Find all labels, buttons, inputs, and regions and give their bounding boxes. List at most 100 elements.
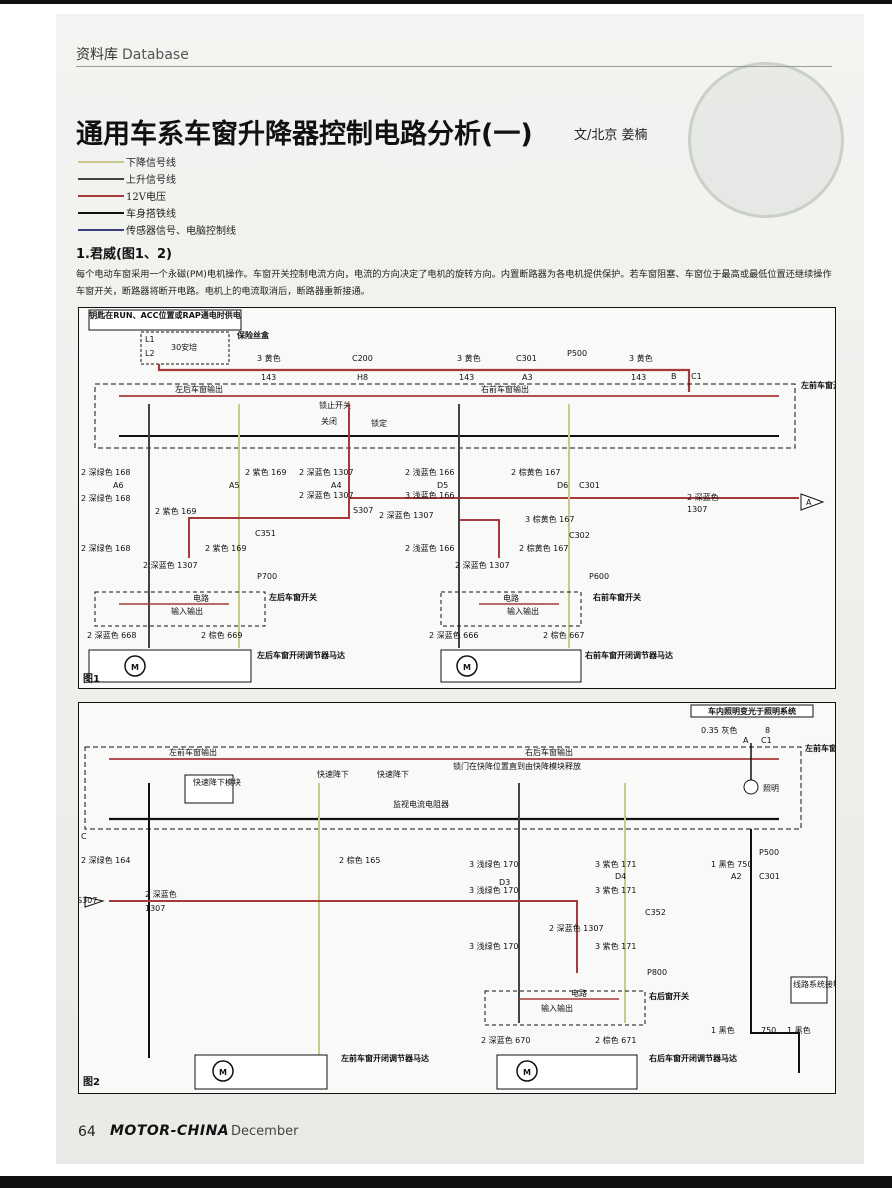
fuse-l2: L2 xyxy=(145,349,155,358)
connector-label: C352 xyxy=(645,908,666,917)
figure-2-label: 图2 xyxy=(83,1077,100,1088)
wire-label: 2 棕色 165 xyxy=(339,855,380,865)
wire-label: 2 深蓝色 1307 xyxy=(143,560,198,570)
fuse-box-label: 保险丝盒 xyxy=(236,330,270,340)
rr-motor-label: 右后车窗开闭调节器马达 xyxy=(648,1053,737,1063)
motor-symbol xyxy=(124,655,146,677)
wire-label: 2 深蓝色 1307 xyxy=(455,560,510,570)
lighting-box-text: 车内照明变光于照明系统 xyxy=(708,706,796,716)
wire-label: 1 黑色 750 xyxy=(711,859,752,869)
legend-swatch xyxy=(78,229,124,231)
issue-month: December xyxy=(231,1124,299,1139)
wire-label: 1 黑色 xyxy=(787,1025,811,1035)
wire-1307-left xyxy=(188,404,350,558)
wire-label: 2 深绿色 168 xyxy=(81,543,130,553)
wire-label: 143 xyxy=(631,373,646,382)
wire-label: 2 深蓝色 xyxy=(687,492,719,502)
wire-label: 8 xyxy=(765,726,770,735)
motor-symbol xyxy=(456,655,478,677)
wire-label: 2 棕色 667 xyxy=(543,630,584,640)
ground-box-label: 线路系统接地 xyxy=(793,979,835,989)
wire-label: 2 深蓝色 1307 xyxy=(299,490,354,500)
driver-switch-box xyxy=(84,746,802,830)
left-rear-switch-box xyxy=(94,591,266,627)
driver-switch-box xyxy=(94,383,796,449)
page-number: 64 xyxy=(78,1124,96,1140)
figure-2-diagram: 车内照明变光于照明系统 0.35 灰色 8 A C1 左前车窗输出 右后车窗输出… xyxy=(78,702,836,1094)
left-rear-motor-box xyxy=(88,649,252,683)
motor-symbol-letter: M xyxy=(131,663,139,672)
legend-label: 12V电压 xyxy=(126,192,166,203)
output-label: 左后车窗输出 xyxy=(175,384,223,394)
lamp-label: 照明 xyxy=(763,784,779,793)
byline: 文/北京 姜楠 xyxy=(574,128,648,143)
wire-label: 3 浅绿色 170 xyxy=(469,859,518,869)
quick-down-module xyxy=(184,774,234,804)
quick-down-label: 快速降下 xyxy=(317,769,349,779)
wire-label: 750 xyxy=(761,1026,776,1035)
wire-label: 143 xyxy=(459,373,474,382)
wire-label: 1307 xyxy=(687,505,707,514)
connector-label: C301 xyxy=(579,481,600,490)
magazine-brand: MOTOR-CHINA xyxy=(110,1123,230,1139)
wire-label: 3 黄色 xyxy=(457,353,481,363)
bottom-border xyxy=(0,1176,892,1188)
splice-label: S307 xyxy=(353,506,373,515)
wire-1307-rf xyxy=(459,519,500,558)
top-border xyxy=(0,0,892,4)
motor-symbol xyxy=(516,1060,538,1082)
connector-label: A4 xyxy=(331,481,342,490)
lamp-symbol xyxy=(743,779,759,795)
quick-down-module-label: 快速降下模块 xyxy=(193,777,241,787)
splice-label: S307 xyxy=(79,896,97,905)
connector-label: P800 xyxy=(647,968,667,977)
connector-label: H8 xyxy=(357,373,368,382)
arrow-a-label: A xyxy=(806,498,812,507)
lock-note: 锁门在快降位置直到由快降模块释放 xyxy=(453,761,581,771)
legend-swatch xyxy=(78,212,124,214)
wire-label: 3 黄色 xyxy=(257,353,281,363)
switch-io-label: 输入输出 xyxy=(171,606,203,616)
lock-lock-label: 锁定 xyxy=(371,418,387,428)
v12-main-wire xyxy=(157,364,691,392)
wire-label: 2 深绿色 168 xyxy=(81,467,130,477)
legend-swatch xyxy=(78,161,124,163)
arrow-a-marker xyxy=(800,493,825,511)
section-name: 资料库 xyxy=(76,47,118,63)
left-rear-switch-label: 左后车窗开关 xyxy=(268,592,317,602)
wire-label: 2 浅蓝色 166 xyxy=(405,467,454,477)
subheading: 1.君威(图1、2) xyxy=(76,247,172,262)
wire-750 xyxy=(750,829,800,1073)
s307-arrow xyxy=(84,896,105,908)
connector-label: A5 xyxy=(229,481,240,490)
header-rule xyxy=(76,66,832,67)
right-front-switch-box xyxy=(440,591,582,627)
body-paragraph: 每个电动车窗采用一个永磁(PM)电机操作。车窗开关控制电流方向，电流的方向决定了… xyxy=(76,269,832,297)
lock-close-label: 关闭 xyxy=(321,416,337,426)
monitor-label: 监视电流电阻器 xyxy=(393,799,449,809)
rr-switch-label: 右后窗开关 xyxy=(648,991,689,1001)
wire-label: 2 棕黄色 167 xyxy=(519,543,568,553)
motor-symbol-letter: M xyxy=(523,1068,531,1077)
wire-label: 2 棕黄色 167 xyxy=(511,467,560,477)
connector-label: C301 xyxy=(516,354,537,363)
connector-label: C301 xyxy=(759,872,780,881)
fuse-rating: 30安培 xyxy=(171,342,197,352)
connector-label: C302 xyxy=(569,531,590,540)
wire-label: 2 深蓝色 666 xyxy=(429,630,478,640)
connector-label: A6 xyxy=(113,481,124,490)
wire-label: 3 紫色 171 xyxy=(595,885,636,895)
lf-switch-label: 左前车窗开关 xyxy=(800,380,835,390)
figure-1-svg: 钥匙在RUN、ACC位置或RAP通电时供电 L1 L2 30安培 保险丝盒 3 … xyxy=(81,309,835,683)
output-label: 左前车窗输出 xyxy=(169,747,217,757)
article-title: 通用车系车窗升降器控制电路分析(一) xyxy=(76,119,533,150)
quick-down-label: 快速降下 xyxy=(377,769,409,779)
connector-label: P500 xyxy=(759,848,779,857)
legend-label: 传感器信号、电脑控制线 xyxy=(126,226,236,237)
section-name-en: Database xyxy=(122,47,189,63)
wire-label: 2 棕色 671 xyxy=(595,1035,636,1045)
wire-label: 3 浅绿色 170 xyxy=(469,885,518,895)
wire-label: 2 紫色 169 xyxy=(155,506,196,516)
wire-label: 2 深蓝色 1307 xyxy=(299,467,354,477)
